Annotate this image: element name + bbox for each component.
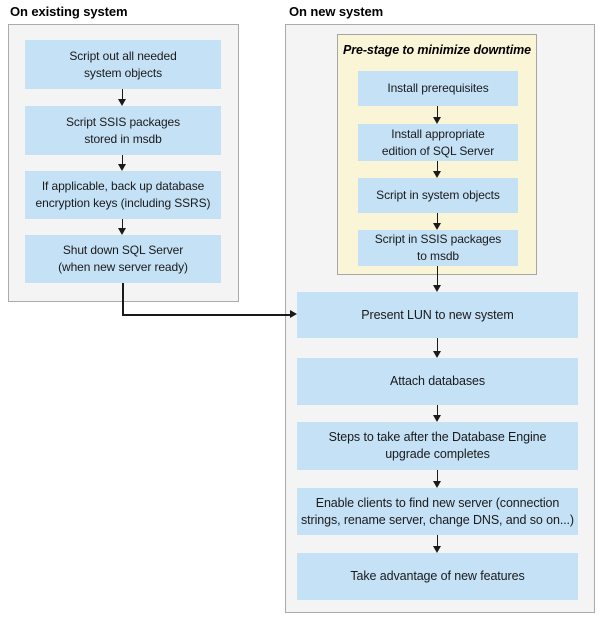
step-script-out-objects: Script out all needed system objects [25, 40, 221, 89]
step-install-sql-edition: Install appropriate edition of SQL Serve… [358, 124, 518, 161]
arrow-head-icon [433, 415, 441, 422]
arrow-head-icon [118, 99, 126, 106]
step-script-in-system-objects: Script in system objects [358, 178, 518, 213]
arrow-down-icon [433, 266, 442, 292]
arrow-head-icon [433, 223, 441, 230]
arrow-shaft [436, 405, 439, 417]
arrow-shaft [436, 106, 439, 119]
arrow-shaft [436, 161, 439, 173]
arrow-head-icon [433, 117, 441, 124]
connector-horizontal-segment [122, 314, 290, 316]
arrow-down-icon [433, 161, 442, 178]
step-take-advantage-new-features: Take advantage of new features [297, 553, 578, 600]
arrow-head-icon [433, 285, 441, 292]
existing-system-heading: On existing system [10, 4, 128, 19]
step-install-prerequisites: Install prerequisites [358, 71, 518, 106]
arrow-head-icon [433, 481, 441, 488]
arrow-head-icon [433, 351, 441, 358]
arrow-head-icon [118, 228, 126, 235]
arrow-shaft [436, 213, 439, 225]
arrow-head-icon [433, 171, 441, 178]
arrow-shaft [436, 266, 439, 287]
new-system-heading: On new system [289, 4, 384, 19]
arrow-shaft [121, 89, 124, 101]
step-shutdown-sql-server: Shut down SQL Server (when new server re… [25, 235, 221, 283]
arrow-shaft [436, 338, 439, 353]
arrow-shaft [436, 470, 439, 483]
step-backup-encryption-keys: If applicable, back up database encrypti… [25, 171, 221, 219]
step-script-ssis-packages: Script SSIS packages stored in msdb [25, 106, 221, 155]
arrow-head-icon [118, 164, 126, 171]
arrow-down-icon [433, 213, 442, 230]
arrow-down-icon [433, 106, 442, 124]
step-script-in-ssis-packages: Script in SSIS packages to msdb [358, 230, 518, 266]
arrow-down-icon [118, 89, 127, 106]
arrow-shaft [436, 535, 439, 548]
arrow-down-icon [433, 535, 442, 553]
arrow-down-icon [433, 338, 442, 358]
connector-vertical-segment [122, 283, 124, 315]
arrow-down-icon [433, 405, 442, 422]
arrow-head-icon [433, 546, 441, 553]
arrow-down-icon [118, 219, 127, 235]
arrow-down-icon [433, 470, 442, 488]
prestage-title: Pre-stage to minimize downtime [342, 43, 531, 57]
arrow-shaft [121, 155, 124, 166]
arrow-down-icon [118, 155, 127, 171]
step-post-upgrade-steps: Steps to take after the Database Engine … [297, 422, 578, 470]
arrow-right-head-icon [290, 310, 297, 318]
step-enable-clients: Enable clients to find new server (conne… [297, 488, 578, 535]
step-attach-databases: Attach databases [297, 358, 578, 405]
step-present-lun: Present LUN to new system [297, 292, 578, 338]
arrow-shaft [121, 219, 124, 230]
